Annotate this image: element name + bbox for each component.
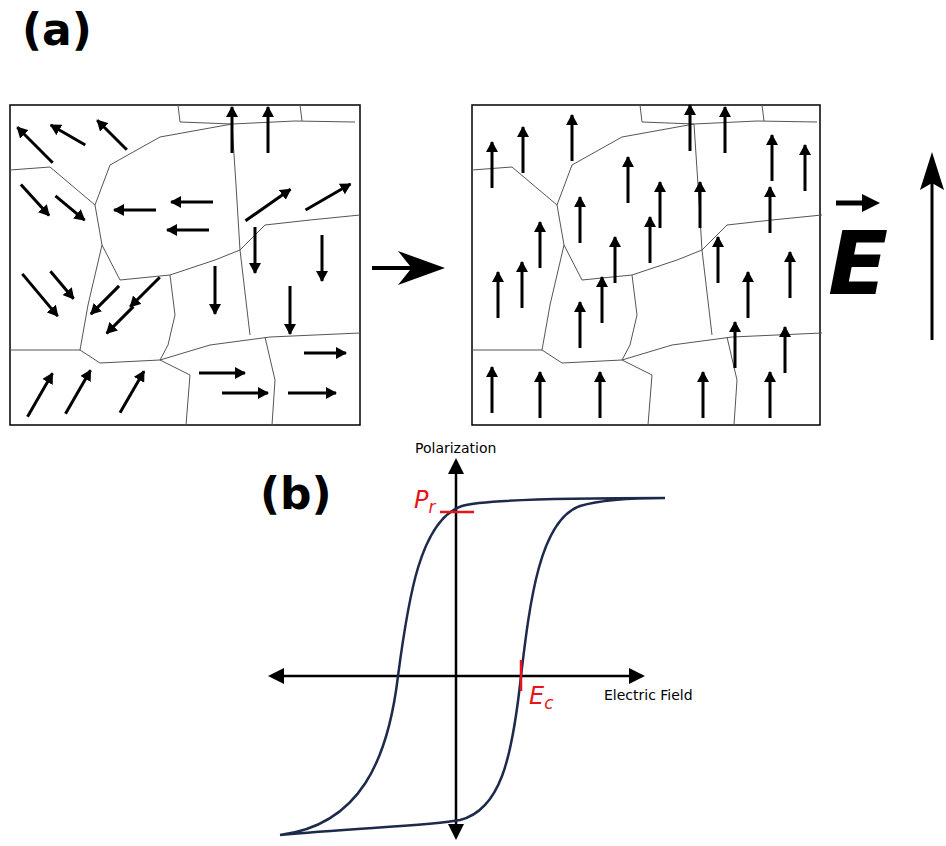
grain-box (472, 105, 820, 425)
remanence-label: Pr (414, 488, 435, 516)
axis-label: Polarization (415, 441, 496, 455)
dipole-arrow (649, 217, 652, 263)
coercive-label: Ec (529, 684, 553, 712)
dipole-arrow (51, 125, 86, 145)
dipole-arrow (491, 367, 494, 413)
field-arrowhead (920, 152, 944, 190)
grain-boundaries (10, 105, 360, 425)
dipole-arrow (521, 262, 524, 308)
dipole-arrow (66, 370, 91, 413)
dipole-arrow (614, 237, 617, 283)
dipole-arrow (120, 371, 144, 413)
dipole-arrow (724, 107, 727, 153)
coercive-tick (520, 660, 523, 691)
dipole-arrow (114, 209, 156, 212)
dipole-arrow (267, 107, 270, 153)
dipole-arrow (734, 322, 737, 368)
dipole-arrow (55, 196, 84, 220)
dipole-arrow (21, 184, 49, 215)
dipole-arrow (231, 107, 234, 153)
dipole-arrow (97, 120, 127, 150)
dipole-arrow (222, 392, 268, 395)
dipole-arrow (717, 237, 720, 283)
dipole-arrow (599, 372, 602, 418)
dipole-arrow (699, 182, 702, 228)
grain-boundaries (472, 105, 822, 425)
dipole-arrow (246, 189, 291, 221)
axis-label: Electric Field (604, 688, 693, 702)
dipole-arrow (539, 372, 542, 418)
grain-box (10, 105, 360, 425)
field-symbol: E (828, 220, 888, 308)
dipole-arrow (601, 277, 604, 323)
dipole-arrow (321, 235, 324, 281)
dipole-arrow (702, 372, 705, 418)
dipole-arrow (747, 272, 750, 318)
dipole-arrow (769, 187, 772, 233)
dipole-arrow (107, 307, 134, 334)
dipole-arrow (22, 274, 57, 316)
dipole-arrow (17, 127, 52, 162)
dipole-arrow (784, 327, 787, 373)
dipole-arrow (579, 197, 582, 243)
dipole-arrow (171, 201, 213, 204)
dipole-arrow (289, 286, 292, 334)
dipole-arrow (659, 182, 662, 228)
panel-label: (b) (260, 472, 332, 516)
panel-label: (a) (22, 8, 92, 52)
dipole-arrow (50, 271, 73, 299)
vector-arrowhead (862, 194, 880, 212)
dipole-arrow (28, 373, 53, 416)
dipole-arrow (771, 135, 774, 181)
dipole-arrow (491, 142, 494, 188)
dipole-arrow (579, 302, 582, 348)
dipole-arrow (789, 252, 792, 298)
dipole-arrow (288, 392, 336, 395)
dipole-arrow (199, 372, 245, 375)
remanence-tick (440, 511, 474, 514)
dipole-arrow (306, 184, 351, 210)
dipole-arrow (539, 222, 542, 268)
dipole-arrow (522, 127, 525, 173)
dipole-arrow (214, 266, 217, 314)
dipole-arrow (497, 272, 500, 318)
hysteresis-loop (280, 498, 665, 835)
dipole-arrow (804, 145, 807, 191)
transition-arrow (372, 251, 445, 285)
dipole-arrow (167, 229, 209, 232)
dipole-arrow (254, 227, 257, 273)
dipole-arrow (130, 277, 160, 307)
dipole-arrow (689, 105, 692, 151)
dipole-arrow (91, 286, 119, 314)
dipole-arrow (627, 157, 630, 203)
dipole-arrow (571, 115, 574, 161)
field-arrow (931, 180, 934, 340)
dipole-arrow (769, 372, 772, 418)
dipole-arrow (304, 352, 346, 355)
dipole-arrows (17, 105, 805, 418)
